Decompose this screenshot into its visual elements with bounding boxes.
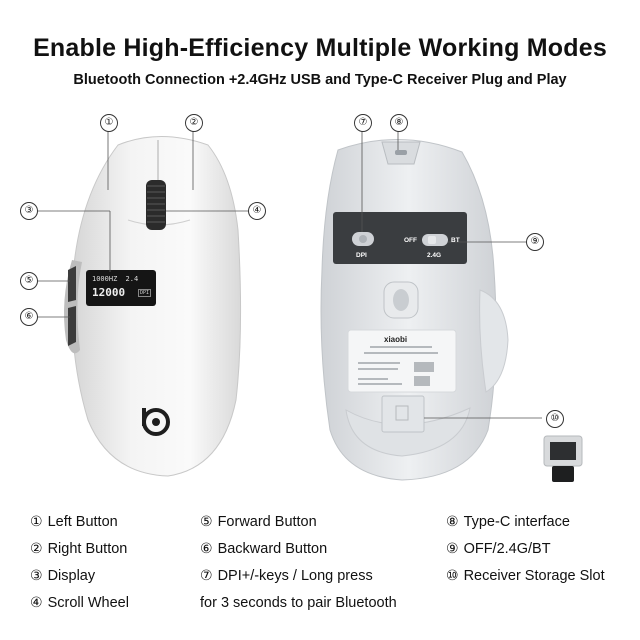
off-label: OFF (404, 237, 417, 244)
bt-label: BT (451, 237, 460, 244)
display-screen (86, 270, 156, 306)
display-dpi-badge: DPI (138, 289, 152, 297)
backward-side-button (68, 306, 76, 346)
callout-10: ⑩ (546, 410, 564, 428)
callout-5: ⑤ (20, 272, 38, 290)
label-brand: xiaobi (384, 335, 408, 344)
brand-logo-icon (142, 408, 170, 436)
callout-6: ⑥ (20, 308, 38, 326)
ghz-label: 2.4G (427, 252, 442, 259)
receiver-storage-slot (381, 395, 425, 433)
display-line-2: 12000 (92, 286, 126, 299)
callout-9: ⑨ (526, 233, 544, 251)
callout-4: ④ (248, 202, 266, 220)
display-polling-rate: 1000HZ (92, 275, 118, 283)
callout-8: ⑧ (390, 114, 408, 132)
dpi-label: DPI (356, 252, 367, 259)
usb-receiver (543, 435, 583, 482)
callout-1: ① (100, 114, 118, 132)
callout-2: ② (185, 114, 203, 132)
bottom-control-panel (333, 212, 467, 264)
forward-side-button (68, 266, 76, 302)
callout-3: ③ (20, 202, 38, 220)
legend-item-dpi-keys-continued: for 3 seconds to pair Bluetooth (200, 595, 397, 611)
callout-7: ⑦ (354, 114, 372, 132)
display-line-1: 1000HZ 2.4 (92, 275, 138, 283)
display-mode: 2.4 (125, 275, 139, 283)
page-title: Enable High-Efficiency Multiple Working … (33, 34, 607, 62)
page-subtitle: Bluetooth Connection +2.4GHz USB and Typ… (73, 72, 567, 88)
